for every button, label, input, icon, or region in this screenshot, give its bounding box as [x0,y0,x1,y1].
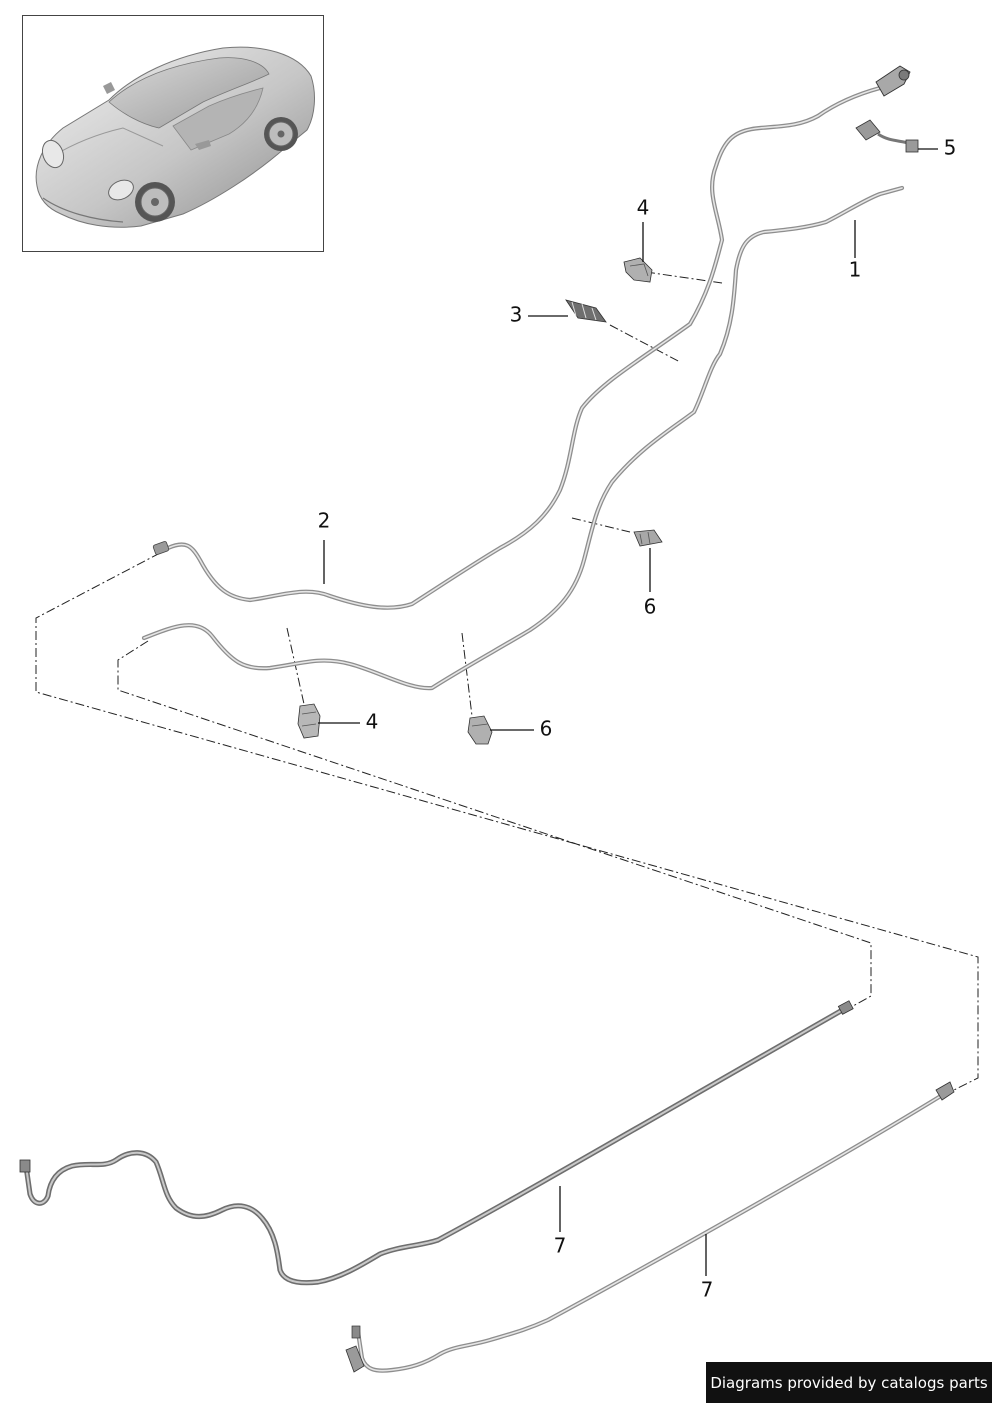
credit-text: Diagrams provided by catalogs parts [710,1373,988,1392]
part-6-clip-top [633,529,663,547]
pipe-7-right [345,1081,955,1373]
dash-line-lower-left [117,640,872,1011]
dash-line-clip-6-bottom [461,632,473,717]
callout-6-top: 6 [644,595,657,619]
callout-1: 1 [849,258,862,282]
car-thumbnail-icon [35,46,315,228]
dash-line-clip-3 [609,324,681,363]
pipe-7-left-connector [837,1000,854,1015]
dash-line-clip-4-bottom [286,627,305,705]
callout-4-top: 4 [637,196,650,220]
pipe-7-left-end-fitting [19,1159,31,1173]
part-5-connector [855,119,919,153]
callout-4-bottom: 4 [366,710,379,734]
pipe-7-right-connector [935,1081,955,1101]
part-3-clip [565,299,607,323]
part-4-clip-top [623,257,653,283]
dash-lines [35,271,979,1095]
car-thumbnail [22,15,324,252]
leader-lines [318,148,938,1276]
pipe-2-right-connector [875,65,911,97]
dash-line-upper-left [35,552,979,1095]
pipe-7-right-quick-connector [345,1325,365,1373]
callout-2: 2 [318,509,331,533]
pipe-2-left-connector [152,541,170,555]
pipe-7-left [19,1000,854,1286]
pipe-1 [141,185,905,691]
pipe-2 [152,65,911,610]
callout-5: 5 [944,136,957,160]
callout-6-bottom: 6 [540,717,553,741]
dash-line-clip-6-top [571,517,631,533]
callouts: 1 2 3 4 4 5 6 6 7 7 [318,136,957,1302]
callout-3: 3 [510,303,523,327]
part-4-clip-bottom [297,703,321,739]
callout-7-left: 7 [554,1234,567,1258]
credit-banner[interactable]: Diagrams provided by catalogs parts [706,1362,992,1403]
callout-7-right: 7 [701,1278,714,1302]
part-6-clip-bottom [467,715,493,745]
